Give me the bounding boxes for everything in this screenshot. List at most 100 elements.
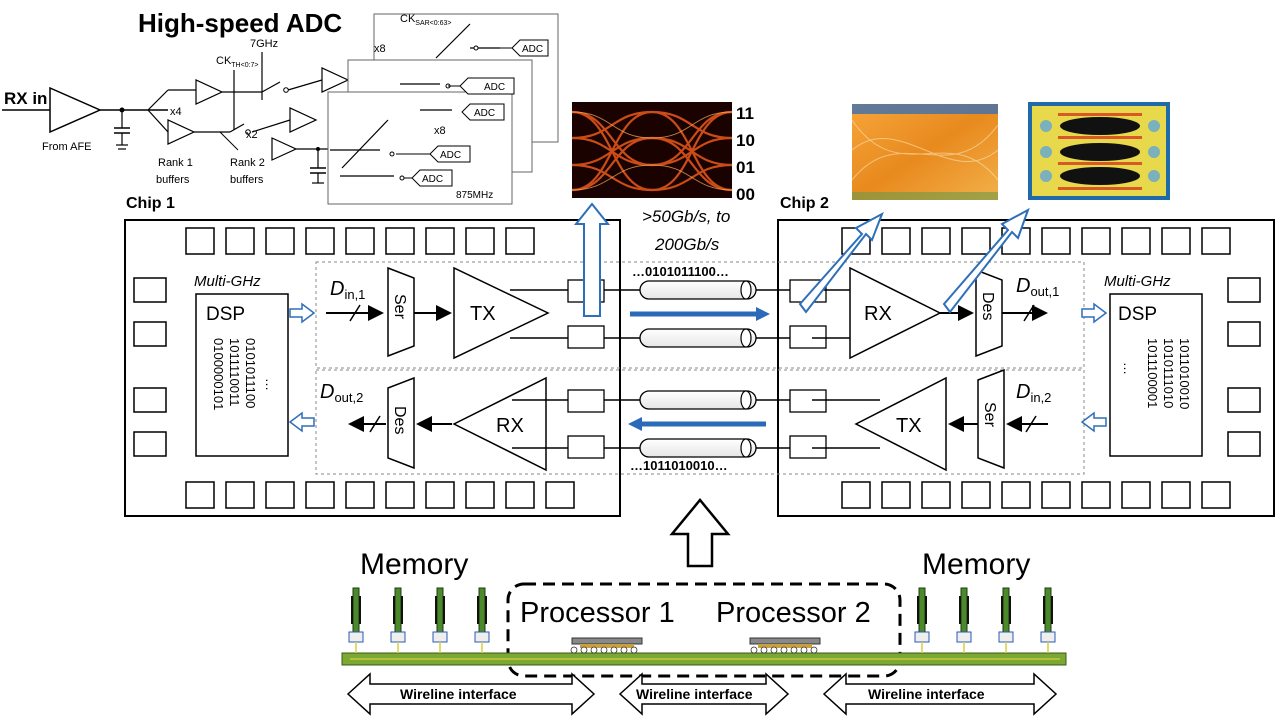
rank2-buffer-a bbox=[321, 67, 350, 93]
memory-module bbox=[1044, 587, 1052, 633]
chip1-pad bbox=[305, 481, 335, 509]
chip2-rx-block bbox=[849, 266, 942, 360]
memory-chip bbox=[967, 596, 969, 624]
arrow-to-closed-eye bbox=[798, 211, 884, 314]
chip2-pad bbox=[921, 227, 951, 255]
chip1-ser-label: Ser bbox=[391, 294, 408, 320]
processor1-package bbox=[570, 637, 643, 654]
memory-modules-right bbox=[914, 587, 1056, 653]
chip2-multighz: Multi-GHz bbox=[1104, 273, 1171, 290]
chip2-pad bbox=[1227, 277, 1261, 303]
chip1-rx-block bbox=[452, 376, 547, 472]
memory-chip bbox=[477, 596, 479, 624]
chip1-pad bbox=[185, 481, 215, 509]
chip2-pad bbox=[961, 227, 991, 255]
adc-label-3: ADC bbox=[474, 108, 495, 119]
chip1-pad bbox=[505, 481, 535, 509]
chip2-pad bbox=[1001, 481, 1031, 509]
chip1-title: Chip 1 bbox=[126, 195, 175, 212]
x8-label-1: x8 bbox=[374, 43, 386, 55]
chip1-multighz: Multi-GHz bbox=[194, 273, 261, 290]
memory-right-label: Memory bbox=[922, 548, 1030, 581]
afe-buffer bbox=[49, 86, 102, 134]
chip2-rx-label: RX bbox=[864, 303, 892, 325]
chip1-tx-label: TX bbox=[470, 303, 496, 325]
chip2-pad bbox=[1081, 481, 1111, 509]
memory-socket bbox=[390, 631, 406, 643]
eye-level-11: 11 bbox=[736, 104, 754, 123]
chip1-dout-label: Dout,2 bbox=[320, 381, 363, 405]
chip2-arrow-out bbox=[1080, 411, 1107, 433]
chip1-dsp-label: DSP bbox=[206, 304, 245, 325]
adc-box-4 bbox=[429, 145, 471, 163]
chip2-pad bbox=[1121, 227, 1151, 255]
mhz875-label: 875MHz bbox=[456, 190, 493, 201]
memory-chip bbox=[351, 596, 353, 624]
adc-title: High-speed ADC bbox=[138, 8, 342, 38]
chip1-pad bbox=[185, 227, 215, 255]
chip1-pad bbox=[465, 481, 495, 509]
chip2-bits-2: 1010111010 bbox=[1161, 338, 1176, 408]
chip1-pad bbox=[133, 387, 167, 413]
chip1-pad bbox=[385, 481, 415, 509]
processor-group-outline bbox=[506, 582, 902, 678]
equalized-eye-diagram bbox=[1028, 102, 1170, 200]
chip2-pad bbox=[1227, 321, 1261, 347]
system-section: Memory Memory Processor 1 Processor 2 bbox=[341, 548, 1067, 716]
chip1-pad bbox=[425, 481, 455, 509]
closed-eye-diagram bbox=[851, 104, 999, 200]
rank2-buffer-b bbox=[289, 107, 318, 133]
chip2-pad bbox=[1161, 227, 1191, 255]
chip1-pad bbox=[133, 321, 167, 347]
chip1-dsp-block bbox=[195, 293, 289, 457]
chip2-dout-label: Dout,1 bbox=[1016, 275, 1059, 299]
chip2-pad bbox=[961, 481, 991, 509]
chip2-pad bbox=[881, 481, 911, 509]
memory-socket bbox=[474, 631, 490, 643]
memory-chip bbox=[917, 596, 919, 624]
chip1-des-block bbox=[387, 376, 415, 470]
memory-module bbox=[960, 587, 968, 633]
chip2-din-label: Din,2 bbox=[1016, 381, 1051, 405]
rx-in-label: RX in bbox=[4, 89, 47, 108]
adc-label-5: ADC bbox=[422, 174, 443, 185]
chip1-tx-block bbox=[453, 266, 550, 360]
processor2-package bbox=[749, 637, 821, 654]
chip1-pad bbox=[345, 481, 375, 509]
rank2-label-2: buffers bbox=[230, 174, 264, 186]
chip1-pad bbox=[133, 431, 167, 457]
eye-level-00: 00 bbox=[736, 185, 755, 204]
x2-label: x2 bbox=[246, 129, 258, 141]
memory-chip bbox=[925, 596, 927, 624]
adc-box-1 bbox=[511, 39, 549, 57]
chip2-pad bbox=[1161, 481, 1191, 509]
chip1-bits-ellipsis: … bbox=[263, 378, 278, 391]
chip2-des-block bbox=[975, 268, 1003, 358]
chip2-bits-1: 1011010010 bbox=[1177, 338, 1192, 409]
memory-module bbox=[1002, 587, 1010, 633]
chip1-pad bbox=[345, 227, 375, 255]
chip2-pad bbox=[841, 481, 871, 509]
processor2-label: Processor 2 bbox=[716, 597, 871, 629]
processor1-label: Processor 1 bbox=[520, 597, 675, 629]
eye-level-01: 01 bbox=[736, 158, 755, 177]
chip1-pad bbox=[305, 227, 335, 255]
eye-level-10: 10 bbox=[736, 131, 755, 150]
x8-label-2: x8 bbox=[434, 125, 446, 137]
adc-label-2: ADC bbox=[484, 82, 505, 93]
ghz7-label: 7GHz bbox=[250, 38, 278, 50]
link-rate-2: 200Gb/s bbox=[654, 235, 720, 254]
memory-chip bbox=[1051, 596, 1053, 624]
wireline-arrow-right bbox=[822, 672, 1058, 716]
memory-left-label: Memory bbox=[360, 548, 468, 581]
link-section: >50Gb/s, to 200Gb/s …0101011100… …101101… bbox=[573, 202, 1030, 568]
memory-module bbox=[394, 587, 402, 633]
x4-label: x4 bbox=[170, 106, 182, 118]
chip2-bits-ellipsis: … bbox=[1121, 362, 1136, 375]
chip1-pad bbox=[225, 227, 255, 255]
chip2-dsp-label: DSP bbox=[1118, 304, 1157, 325]
memory-chip bbox=[393, 596, 395, 624]
memory-chip bbox=[359, 596, 361, 624]
chip1-din-label: Din,1 bbox=[330, 278, 365, 302]
